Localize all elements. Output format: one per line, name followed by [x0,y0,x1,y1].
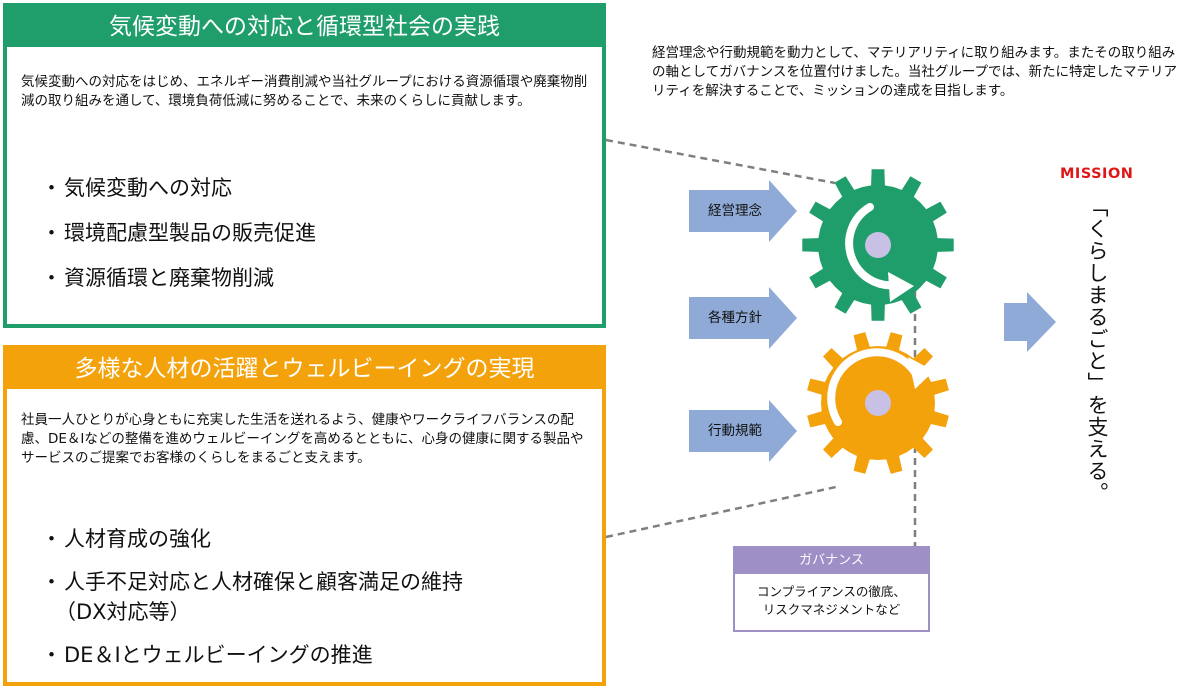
intro-text: 経営理念や行動規範を動力として、マテリアリティに取り組みます。またその取り組みの… [652,45,1178,99]
env-materiality-box: 気候変動への対応と循環型社会の実践 気候変動への対応をはじめ、エネルギー消費削減… [3,3,606,328]
driver-label: 経営理念 [708,203,762,219]
gear-icon [807,332,949,474]
arrow-right-icon [1004,292,1056,352]
governance-description: コンプライアンスの徹底、 リスクマネジメントなど [757,584,906,617]
driver-arrow-policies: 各種方針 [689,287,797,349]
hr-bullet-item: ・DE＆Iとウェルビーイングの推進 [41,643,373,667]
driver-arrow-code: 行動規範 [689,400,797,462]
env-bullet-item: ・環境配慮型製品の販売促進 [41,221,316,245]
driver-arrow-philosophy: 経営理念 [689,180,797,242]
hr-box-description: 社員一人ひとりが心身ともに充実した生活を送れるよう、健康やワークライフバランスの… [21,412,584,466]
arrow-right-icon [689,400,797,462]
env-bullet-list: ・気候変動への対応 ・環境配慮型製品の販売促進 ・資源循環と廃棄物削減 [41,173,592,308]
mission-statement: 「くらしまるごと」を支える。 [1085,196,1109,504]
env-bullet-item: ・資源循環と廃棄物削減 [41,266,274,290]
driver-label: 各種方針 [708,310,762,326]
connector-hr [605,485,837,539]
hr-materiality-box: 多様な人材の活躍とウェルビーイングの実現 社員一人ひとりが心身ともに充実した生活… [3,345,606,686]
connector-env [605,138,836,185]
gear-icon [802,169,954,321]
arrow-right-icon [689,287,797,349]
hr-bullet-item: ・人材育成の強化 [41,527,211,551]
governance-title: ガバナンス [735,548,928,574]
env-box-description: 気候変動への対応をはじめ、エネルギー消費削減や当社グループにおける資源循環や廃棄… [21,74,588,109]
hr-bullet-continuation: （DX対応等） [55,600,191,624]
hr-bullet-list: ・人材育成の強化 ・人手不足対応と人材確保と顧客満足の維持（DX対応等） ・DE… [41,524,592,683]
mission-label: MISSION [1060,166,1134,182]
driver-label: 行動規範 [708,423,762,439]
arrow-right-icon [689,180,797,242]
hr-bullet-item: ・人手不足対応と人材確保と顧客満足の維持（DX対応等） [41,567,592,627]
hr-box-title: 多様な人材の活躍とウェルビーイングの実現 [7,349,602,389]
env-bullet-item: ・気候変動への対応 [41,176,232,200]
env-box-title: 気候変動への対応と循環型社会の実践 [7,7,602,47]
governance-box: ガバナンス コンプライアンスの徹底、 リスクマネジメントなど [733,546,930,632]
